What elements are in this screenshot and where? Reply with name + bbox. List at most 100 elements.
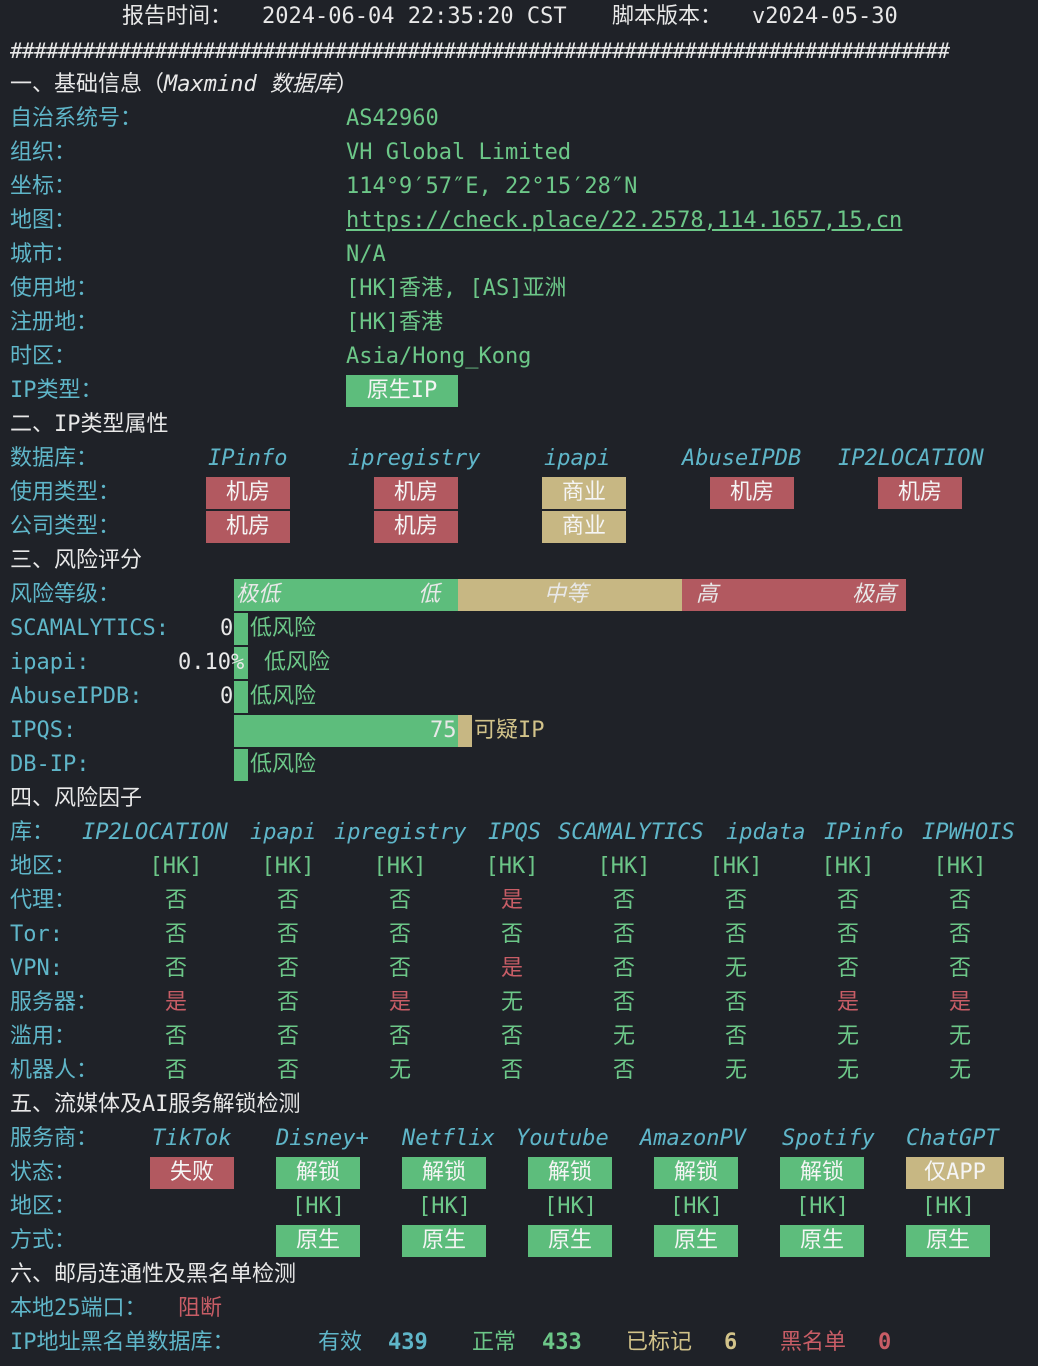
factor-cell: 否: [612, 888, 635, 913]
city-label: 城市：: [10, 242, 77, 267]
ipqs-score-label: IPQS:: [10, 718, 77, 743]
blacklist-normal-count: 433: [542, 1330, 582, 1355]
streaming-region-label: 地区：: [10, 1194, 77, 1219]
factor-source-ip2location: IP2LOCATION: [82, 820, 228, 845]
factor-cell: 无: [724, 956, 747, 981]
factor-row-label: 服务器：: [10, 990, 99, 1015]
service-amazonpv: AmazonPV: [640, 1126, 746, 1151]
factor-cell: [HK]: [373, 854, 427, 879]
method-label: 方式：: [10, 1228, 77, 1253]
status-spotify: 解锁: [780, 1157, 864, 1189]
asn-value: AS42960: [346, 106, 439, 131]
org-label: 组织：: [10, 140, 77, 165]
section5-title: 五、流媒体及AI服务解锁检测: [10, 1092, 301, 1117]
service-tiktok: TikTok: [152, 1126, 232, 1151]
factor-cell: [HK]: [261, 854, 315, 879]
factor-cell: 否: [724, 888, 747, 913]
map-link[interactable]: https://check.place/22.2578,114.1657,15,…: [346, 208, 903, 233]
factor-cell: 是: [500, 956, 523, 981]
factor-cell: 否: [612, 956, 635, 981]
blacklist-db-label: IP地址黑名单数据库：: [10, 1330, 235, 1355]
status-disney: 解锁: [276, 1157, 360, 1189]
factor-cell: 无: [500, 990, 523, 1015]
abuseipdb-score-bar: [234, 681, 248, 713]
ipqs-score: 75: [430, 718, 457, 743]
blacklist-normal-label: 正常: [472, 1330, 517, 1355]
blacklist-valid-count: 439: [388, 1330, 428, 1355]
factor-row-label: 滥用：: [10, 1024, 77, 1049]
factor-cell: 否: [836, 888, 859, 913]
usage-type-label: 使用类型：: [10, 480, 121, 505]
factor-cell: 否: [164, 956, 187, 981]
company-type-label: 公司类型：: [10, 514, 121, 539]
factor-source-scamalytics: SCAMALYTICS: [558, 820, 704, 845]
blacklist-marked-label: 已标记: [626, 1330, 693, 1355]
usage-location-label: 使用地：: [10, 276, 99, 301]
factor-cell: 无: [836, 1058, 859, 1083]
region-netflix: [HK]: [418, 1194, 471, 1219]
report-time-label: 报告时间：: [122, 4, 233, 29]
factor-cell: 否: [388, 922, 411, 947]
coords-value: 114°9′57″E, 22°15′28″N: [346, 174, 638, 199]
org-value: VH Global Limited: [346, 140, 572, 165]
factor-cell: [HK]: [933, 854, 987, 879]
scamalytics-label: SCAMALYTICS:: [10, 616, 169, 641]
factor-cell: 否: [724, 990, 747, 1015]
factor-cell: 无: [948, 1024, 971, 1049]
factor-source-ipqs: IPQS: [488, 820, 541, 845]
status-label: 状态：: [10, 1160, 77, 1185]
factor-cell: 无: [724, 1058, 747, 1083]
city-value: N/A: [346, 242, 386, 267]
factor-cell: 否: [388, 888, 411, 913]
coords-label: 坐标：: [10, 174, 77, 199]
ipqs-score-bar: [234, 715, 458, 747]
usage-location-value: [HK]香港, [AS]亚洲: [346, 276, 567, 301]
section3-title: 三、风险评分: [10, 548, 143, 573]
risk-level-medium: 中等: [544, 582, 589, 607]
factor-cell: 否: [276, 956, 299, 981]
factor-source-ipdata: ipdata: [726, 820, 806, 845]
ipqs-verdict: 可疑IP: [474, 718, 545, 743]
factor-source-ipregistry: ipregistry: [334, 820, 467, 845]
section6-title: 六、邮局连通性及黑名单检测: [10, 1262, 297, 1287]
service-netflix: Netflix: [402, 1126, 495, 1151]
registry-location-value: [HK]香港: [346, 310, 443, 335]
library-label: 库：: [10, 820, 55, 845]
factor-cell: 否: [276, 1024, 299, 1049]
timezone-value: Asia/Hong_Kong: [346, 344, 532, 369]
factor-cell: 否: [836, 956, 859, 981]
ipapi-score-label: ipapi:: [10, 650, 90, 675]
factor-cell: 否: [500, 1024, 523, 1049]
dbip-score-label: DB-IP:: [10, 752, 90, 777]
method-amazonpv: 原生: [654, 1225, 738, 1257]
status-tiktok: 失败: [150, 1157, 234, 1189]
factor-row-label: VPN:: [10, 956, 63, 981]
region-amazonpv: [HK]: [670, 1194, 723, 1219]
blacklist-black-count: 0: [878, 1330, 892, 1355]
factor-cell: 否: [612, 990, 635, 1015]
factor-cell: 否: [724, 922, 747, 947]
company-type-ipregistry: 机房: [374, 511, 458, 543]
section1-title: 一、基础信息（Maxmind 数据库）: [10, 72, 358, 97]
ip-type-badge: 原生IP: [346, 375, 458, 407]
ipapi-verdict: 低风险: [264, 650, 331, 675]
factor-cell: [HK]: [485, 854, 539, 879]
section4-title: 四、风险因子: [10, 786, 143, 811]
factor-cell: 无: [388, 1058, 411, 1083]
risk-scale-low-segment: [234, 579, 458, 611]
factor-cell: 否: [164, 888, 187, 913]
factor-cell: 是: [388, 990, 411, 1015]
scamalytics-score: 0: [220, 616, 234, 641]
abuseipdb-verdict: 低风险: [250, 684, 317, 709]
status-netflix: 解锁: [402, 1157, 486, 1189]
status-amazonpv: 解锁: [654, 1157, 738, 1189]
dbip-score-bar: [234, 749, 248, 781]
port25-label: 本地25端口：: [10, 1296, 147, 1321]
factor-cell: 否: [724, 1024, 747, 1049]
database-label: 数据库：: [10, 446, 99, 471]
service-youtube: Youtube: [516, 1126, 609, 1151]
factor-cell: 否: [164, 1058, 187, 1083]
port25-status: 阻断: [178, 1296, 223, 1321]
ip-type-label: IP类型：: [10, 378, 103, 403]
risk-level-very-low: 极低: [236, 582, 281, 607]
